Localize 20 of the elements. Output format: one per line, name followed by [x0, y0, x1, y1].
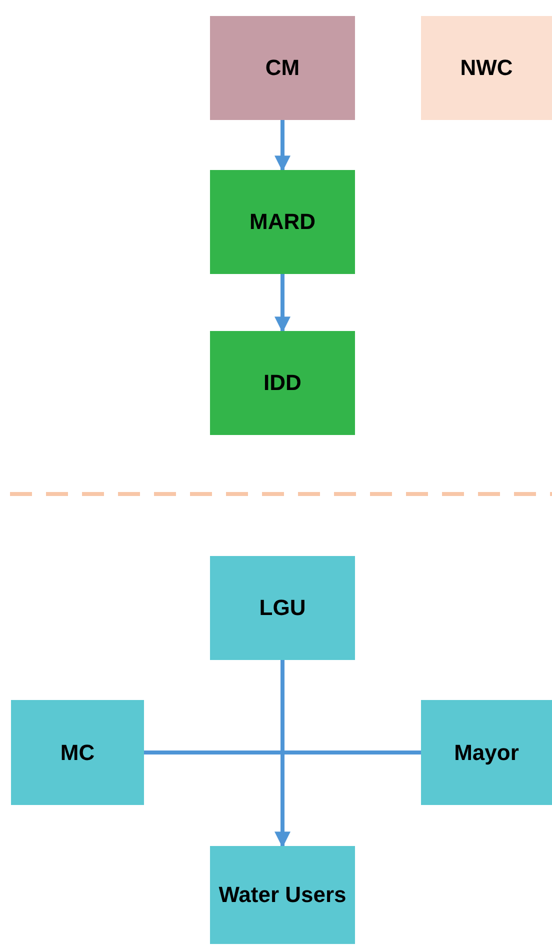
process-box	[421, 16, 552, 120]
box-label: IDD	[264, 369, 302, 398]
process-box	[421, 700, 552, 805]
arrow	[274, 660, 290, 848]
process-box	[210, 556, 355, 660]
box-label: MC	[60, 738, 95, 767]
box-label: MARD	[250, 208, 316, 236]
process-box	[11, 700, 144, 805]
box-label: LGU	[259, 594, 306, 622]
box-label: NWC	[460, 54, 513, 82]
process-box	[210, 846, 355, 944]
process-box	[210, 170, 355, 274]
box-label: CM	[265, 54, 300, 82]
process-box	[210, 331, 355, 435]
box-label: Water Users	[218, 881, 346, 910]
box-label: Mayor	[454, 738, 519, 767]
arrow	[274, 274, 290, 333]
arrow	[274, 120, 290, 172]
connector-line	[144, 750, 421, 754]
process-box	[210, 16, 355, 120]
